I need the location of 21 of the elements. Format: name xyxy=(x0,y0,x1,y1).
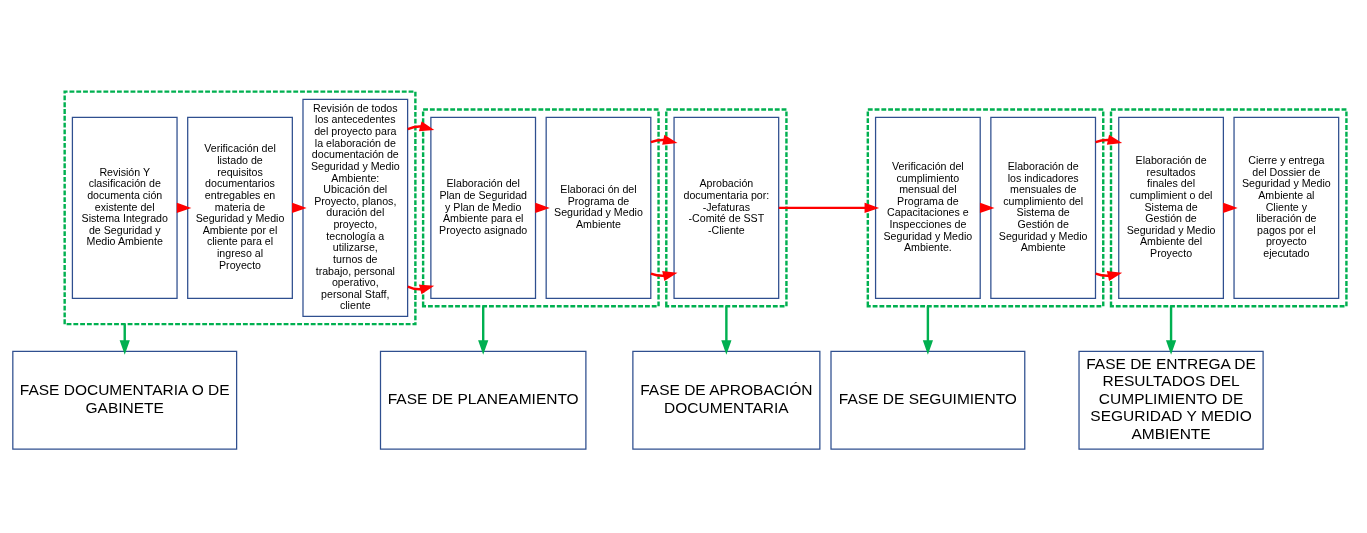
node-box: Revisión de todos los antecedentes del proyecto para la elaboración de documentación de Seguridad y Medio Ambiente: Ubicación del Proyecto, planos, duración del proyecto, tecnología a utilizarse, turnos de trabajo, personal operativo, personal Staff, cliente xyxy=(302,98,409,317)
node-box: Aprobación documentaria por: -Jefaturas -Comité de SST -Cliente xyxy=(673,116,780,300)
arrow xyxy=(922,306,933,355)
arrow xyxy=(778,202,880,213)
node-box: FASE DE APROBACIÓN DOCUMENTARIA xyxy=(632,350,821,450)
arrow xyxy=(407,121,435,295)
node-box: Cierre y entrega del Dossier de Seguridad y Medio Ambiente al Cliente y liberación de pagos por el proyecto ejecutado xyxy=(1233,116,1340,300)
arrow xyxy=(721,306,732,355)
node-box: FASE DOCUMENTARIA O DE GABINETE xyxy=(12,350,238,450)
node-box: Elaboraci ón del Programa de Seguridad y Medio Ambiente xyxy=(545,116,652,300)
node-box: FASE DE SEGUIMIENTO xyxy=(830,350,1026,450)
node-box: FASE DE PLANEAMIENTO xyxy=(379,350,587,450)
cluster xyxy=(665,108,788,308)
cluster xyxy=(421,108,660,308)
arrow xyxy=(1095,134,1123,281)
node-box: FASE DE ENTREGA DE RESULTADOS DEL CUMPLIMIENTO DE SEGURIDAD Y MEDIO AMBIENTE xyxy=(1078,350,1264,450)
arrow xyxy=(478,306,489,355)
arrow xyxy=(1165,306,1177,355)
cluster xyxy=(63,90,417,326)
node-box: Elaboración de los indicadores mensuales de cumplimiento del Sistema de Gestión de Seguridad y Medio Ambiente xyxy=(990,116,1097,300)
cluster xyxy=(1109,108,1348,308)
